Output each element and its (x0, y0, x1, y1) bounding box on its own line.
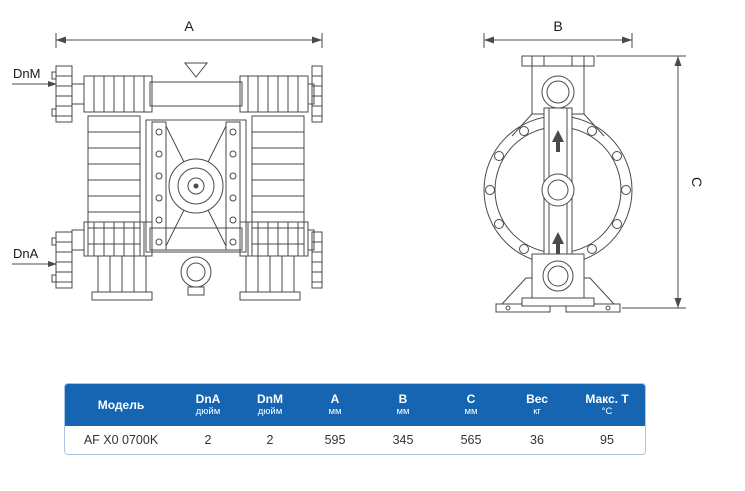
dnm-label: DnM (13, 66, 40, 81)
col-header-a: A мм (301, 384, 369, 426)
cell-b: 345 (369, 426, 437, 454)
spec-table: Модель DnA дюйм DnM дюйм A мм (65, 384, 645, 454)
header-row: Модель DnA дюйм DnM дюйм A мм (65, 384, 645, 426)
cell-model: AF X0 0700K (65, 426, 177, 454)
table-row: AF X0 0700K 2 2 595 345 565 36 95 (65, 426, 645, 454)
dna-callout: DnA (12, 246, 57, 267)
side-view-drawing (483, 55, 633, 313)
dnm-callout: DnM (12, 66, 57, 87)
cell-c: 565 (437, 426, 505, 454)
col-header-c: C мм (437, 384, 505, 426)
col-header-dna: DnA дюйм (177, 384, 239, 426)
dimension-c: C (596, 55, 705, 309)
cell-weight: 36 (505, 426, 569, 454)
spec-table-container: Модель DnA дюйм DnM дюйм A мм (64, 383, 646, 455)
dna-label: DnA (13, 246, 39, 261)
cell-a: 595 (301, 426, 369, 454)
dimension-b: B (483, 18, 633, 48)
dim-c-label: C (689, 177, 705, 187)
col-header-weight: Вес кг (505, 384, 569, 426)
cell-dnm: 2 (239, 426, 301, 454)
dim-a-label: A (184, 18, 194, 34)
col-header-dnm: DnM дюйм (239, 384, 301, 426)
col-header-b: B мм (369, 384, 437, 426)
front-view-drawing (51, 62, 323, 301)
cell-dna: 2 (177, 426, 239, 454)
dim-b-label: B (553, 18, 562, 34)
dimension-a: A (55, 18, 323, 48)
col-header-max-t: Макс. T °C (569, 384, 645, 426)
col-header-model: Модель (65, 384, 177, 426)
cell-max-t: 95 (569, 426, 645, 454)
pump-technical-drawing: A B C DnM DnA (12, 18, 705, 313)
